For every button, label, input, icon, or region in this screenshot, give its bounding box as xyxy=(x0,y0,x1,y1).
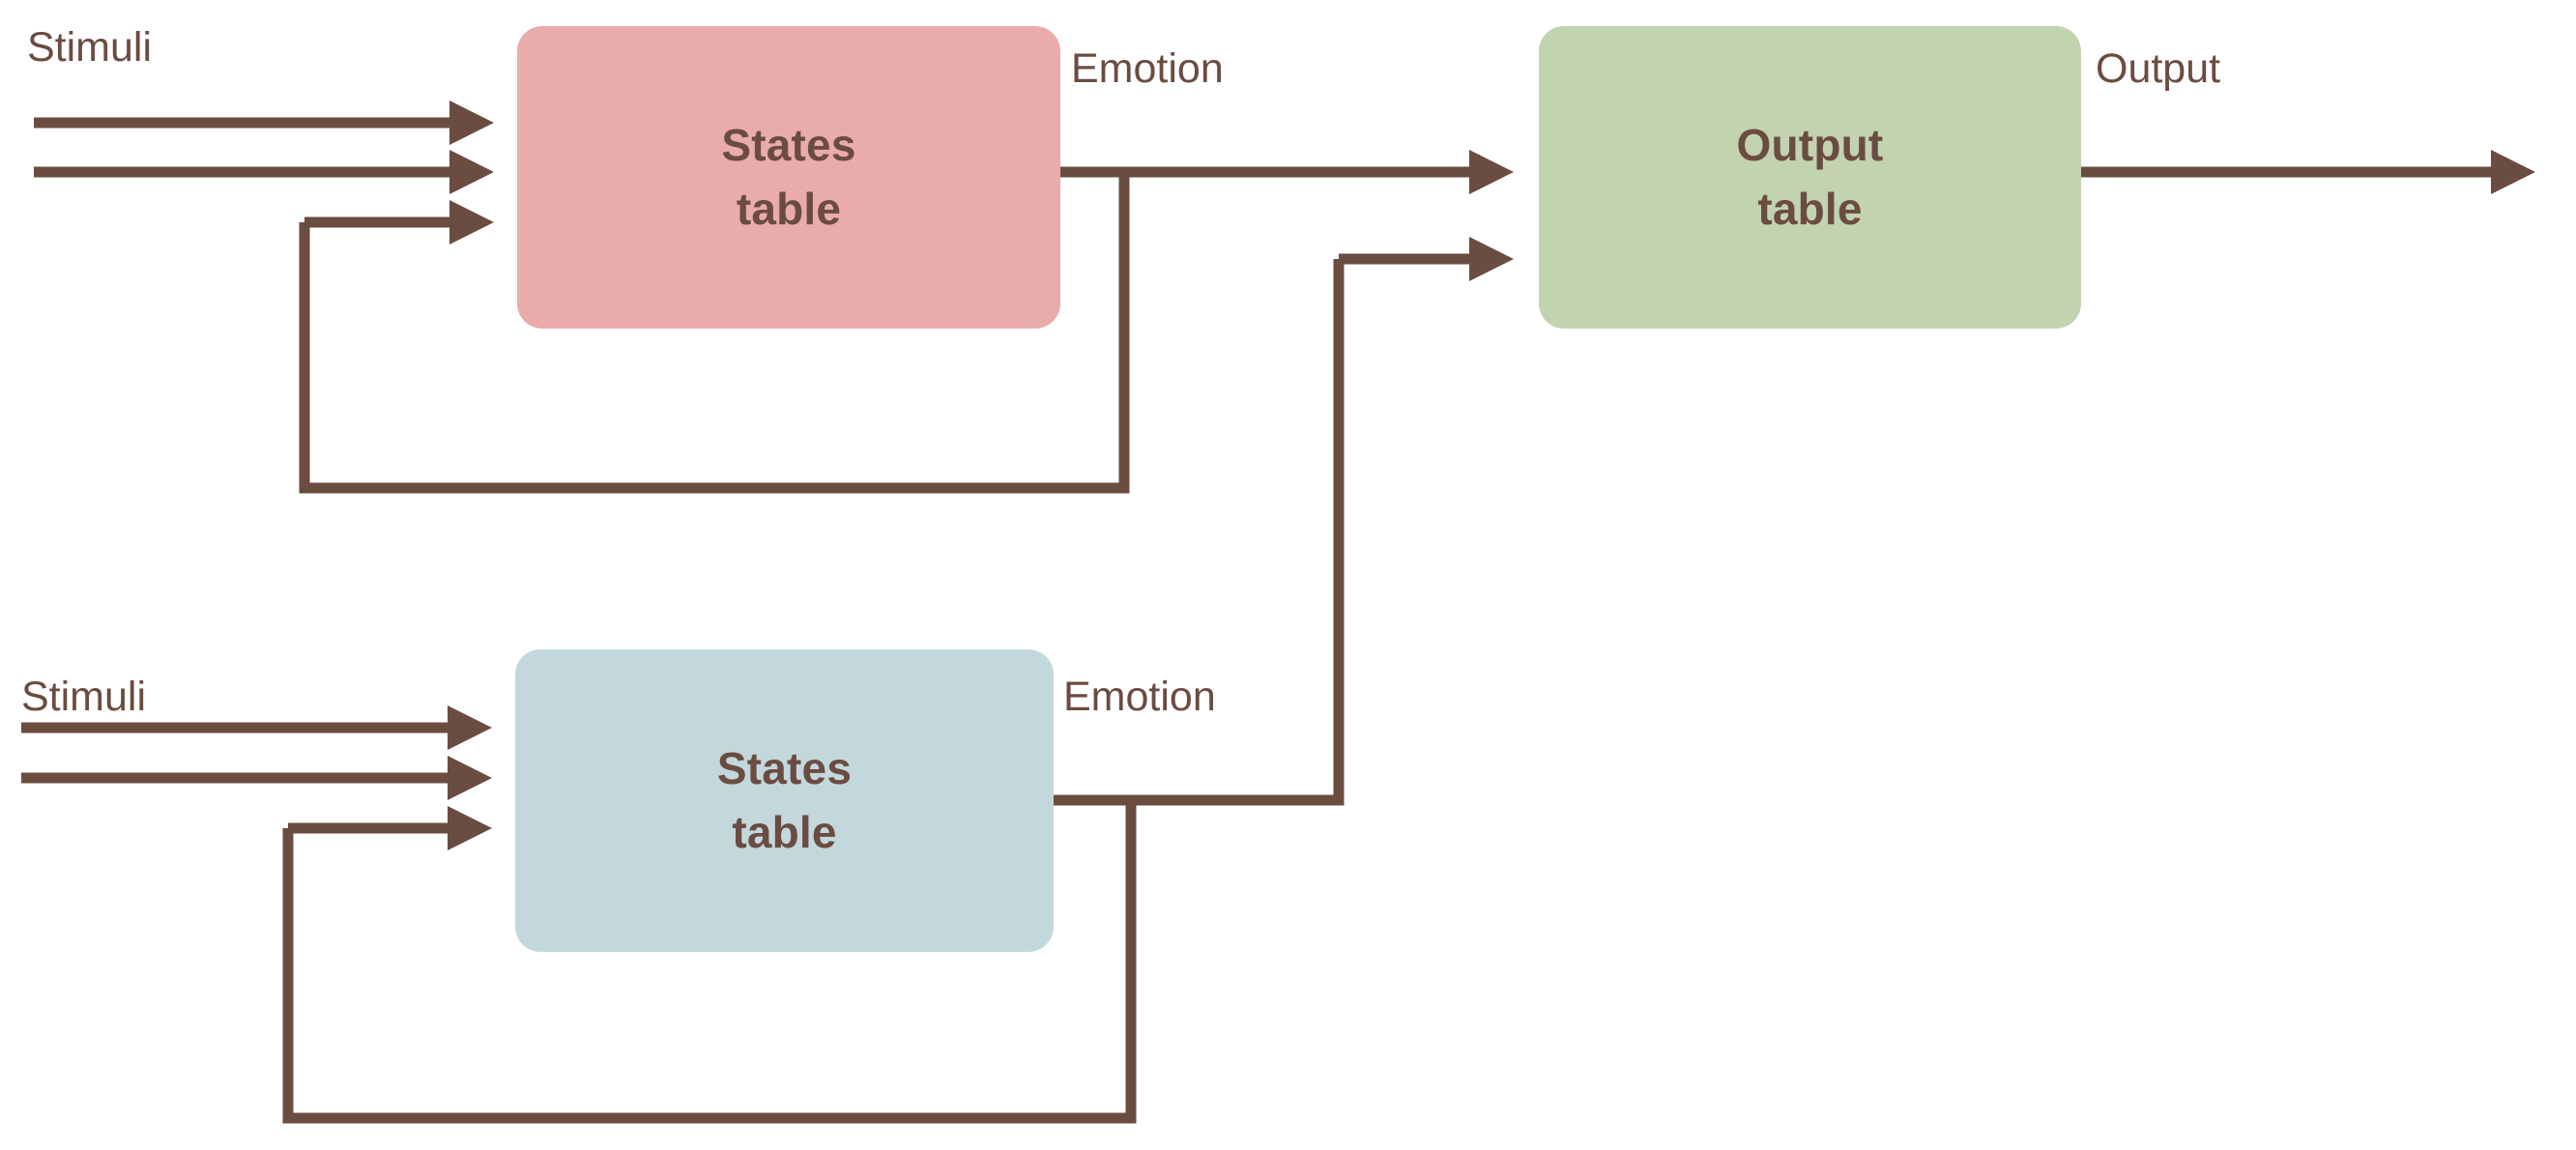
edge-label-emotion-top: Emotion xyxy=(1071,45,1224,92)
node-label-line1: States xyxy=(721,120,856,171)
node-label-line2: table xyxy=(1757,183,1863,234)
edge-label-output: Output xyxy=(2096,45,2221,92)
wire-feedback-loop-top xyxy=(299,172,1130,494)
node-label-line2: table xyxy=(732,806,837,857)
node-label-line2: table xyxy=(736,183,842,234)
node-label-line1: States xyxy=(716,743,853,794)
node-label-line1: Output xyxy=(1736,120,1884,171)
wire-emotion-bottom-to-output xyxy=(1054,259,1345,806)
edge-label-emotion-bottom: Emotion xyxy=(1063,674,1216,720)
node-states-table-bottom[interactable]: States table xyxy=(515,649,1054,952)
edge-label-stimuli-bottom: Stimuli xyxy=(21,674,147,720)
wire-feedback-loop-bottom xyxy=(282,800,1137,1124)
node-states-table-top[interactable]: States table xyxy=(517,26,1060,329)
edge-label-stimuli-top: Stimuli xyxy=(27,24,153,71)
node-output-table[interactable]: Output table xyxy=(1539,26,2081,329)
